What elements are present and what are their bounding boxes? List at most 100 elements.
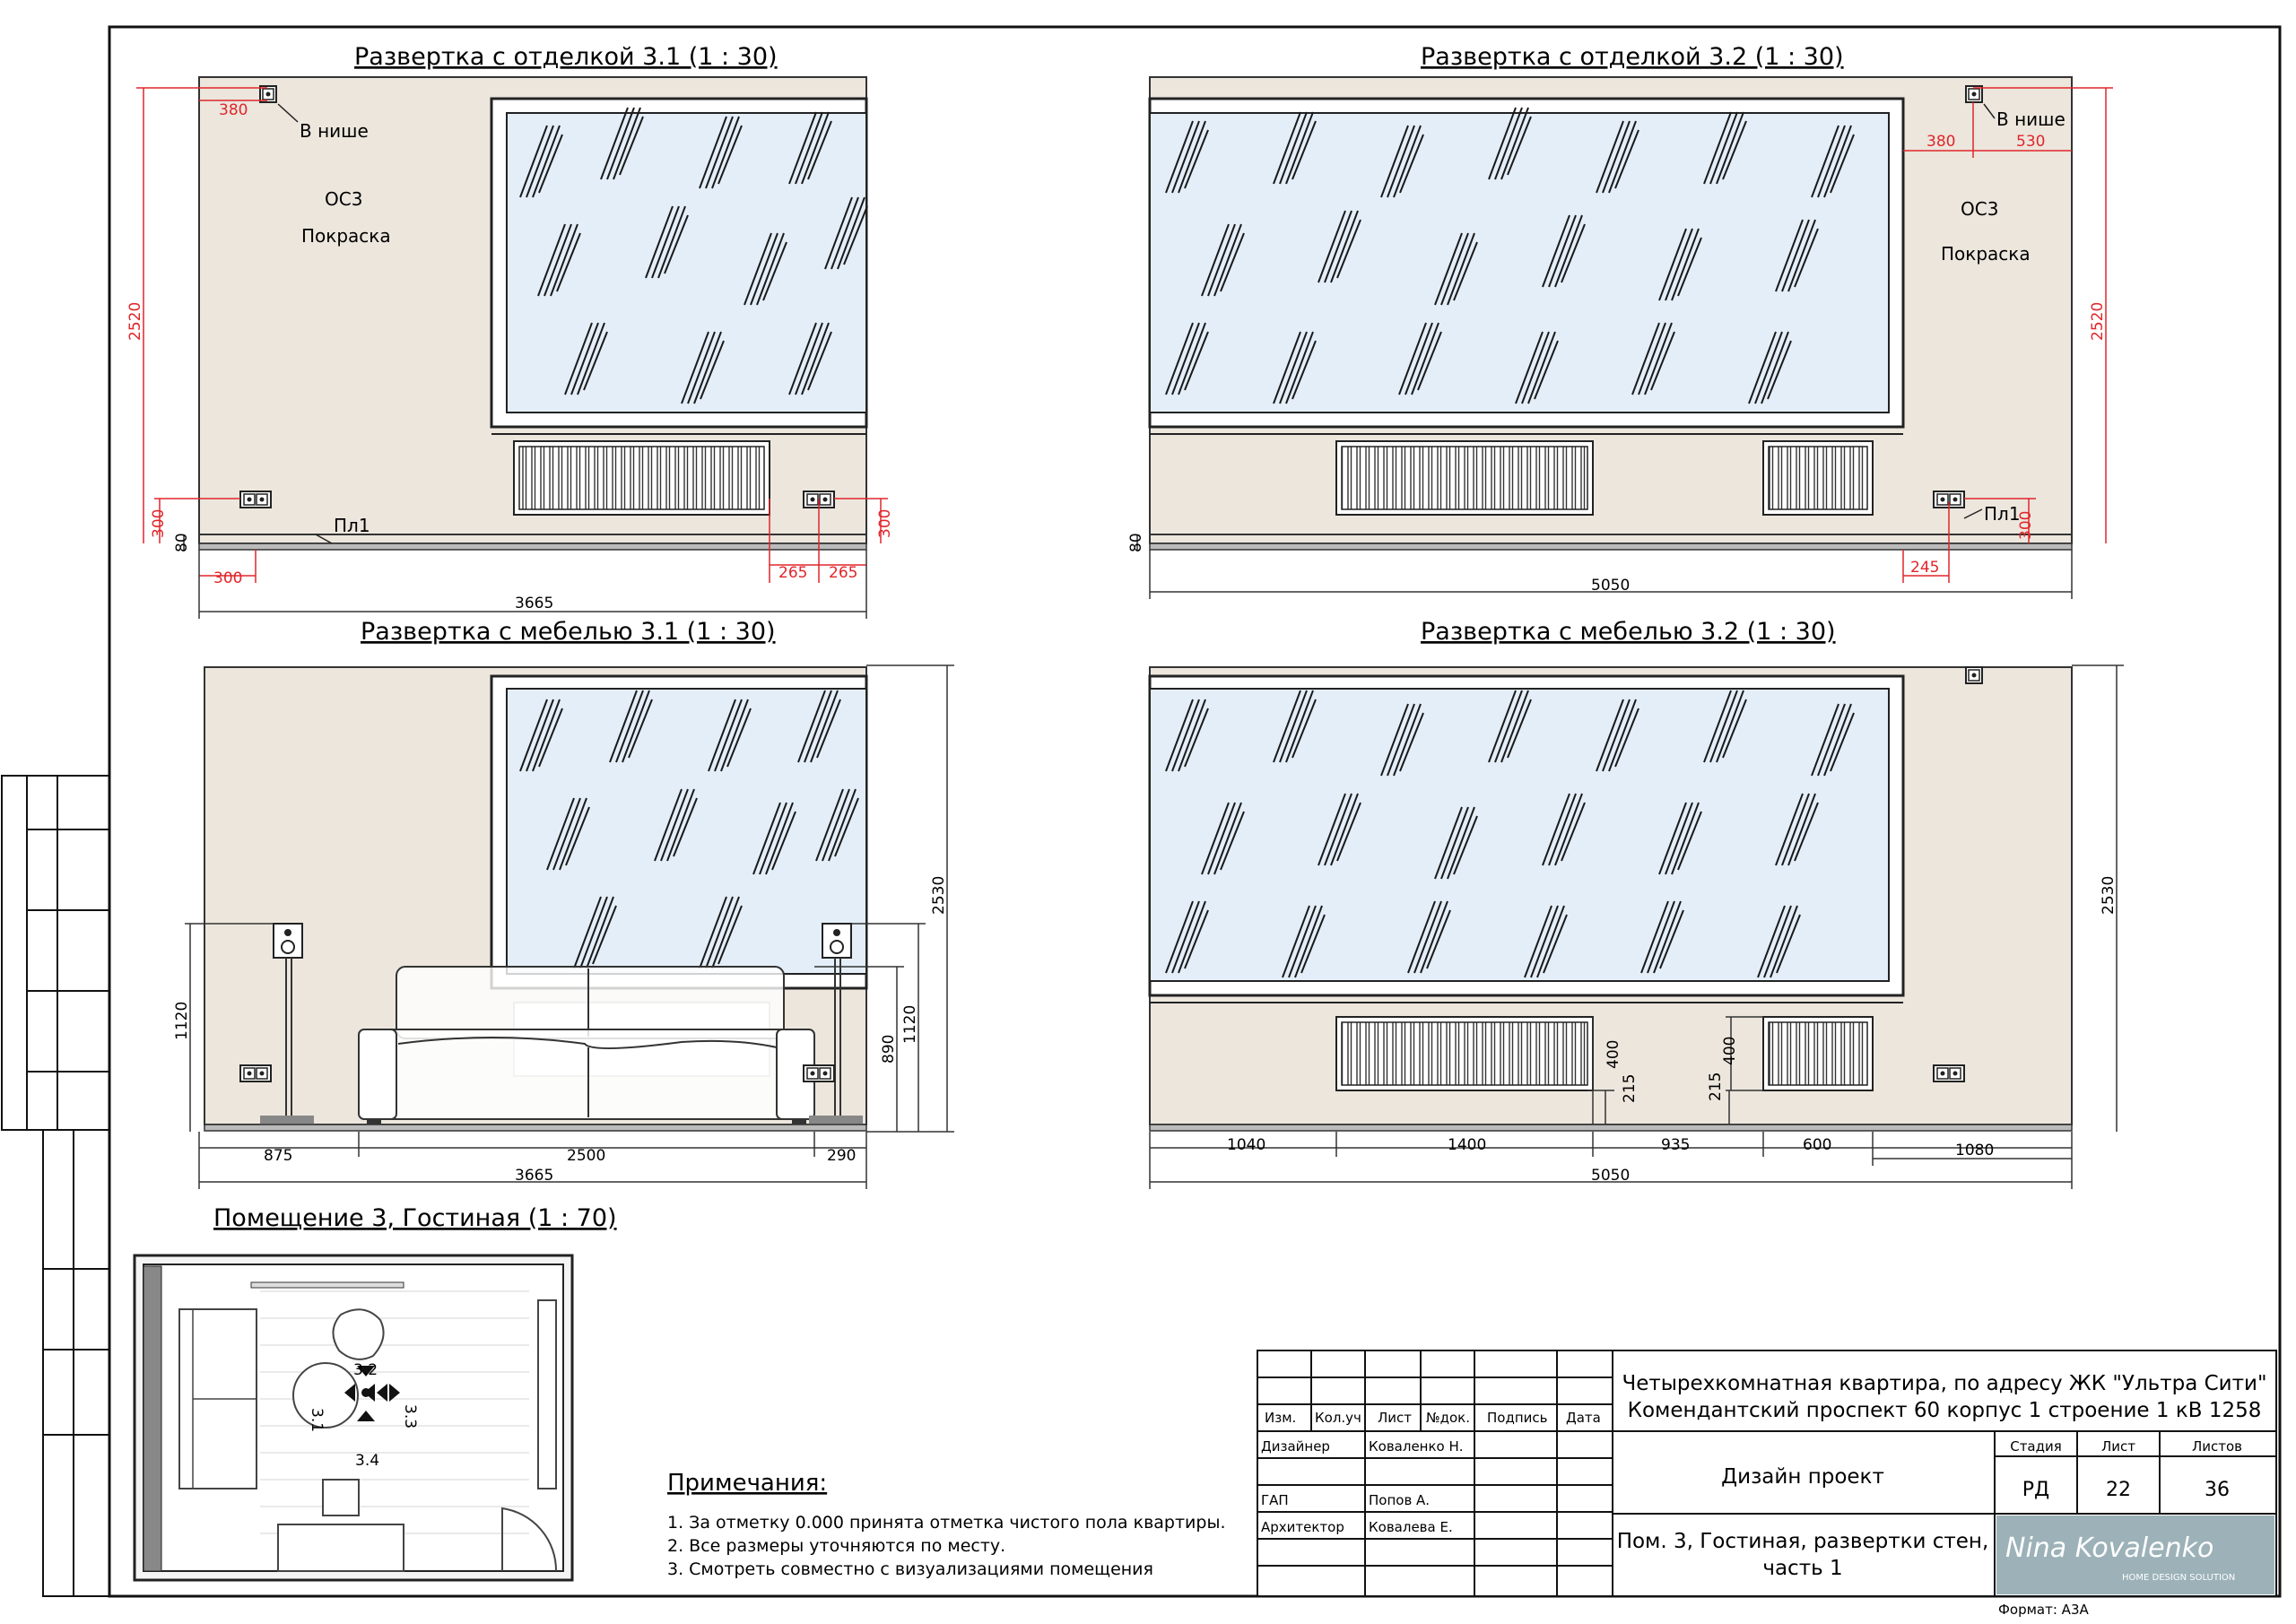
tb-role-designer: Дизайнер (1261, 1438, 1330, 1455)
title-elevation-3-2-furniture: Развертка с мебелью 3.2 (1 : 30) (1421, 618, 1836, 646)
elevation-3-1-finish (136, 76, 888, 619)
note-3: 3. Смотреть совместно с визуализациями п… (667, 1559, 1153, 1579)
label-paint: Покраска (1941, 243, 2031, 265)
socket-icon (239, 1064, 272, 1082)
dim-215-b: 215 (1707, 1073, 1725, 1101)
note-2: 2. Все размеры уточняются по месту. (667, 1536, 1005, 1556)
dim-5050: 5050 (1591, 577, 1630, 595)
dim-1120-left: 1120 (173, 1002, 191, 1040)
plan-view-3-4: 3.4 (355, 1452, 379, 1470)
elevation-3-2-furniture (1148, 664, 2124, 1189)
dim-5050: 5050 (1591, 1167, 1630, 1185)
tb-stage-label: Стадия (2010, 1438, 2062, 1455)
dim-1080: 1080 (1955, 1142, 1994, 1159)
dim-1040: 1040 (1227, 1136, 1265, 1154)
dim-245: 245 (1910, 559, 1939, 577)
socket-icon (239, 491, 272, 508)
dim-2520: 2520 (126, 302, 144, 341)
dim-890: 890 (880, 1035, 898, 1064)
title-floor-plan: Помещение 3, Гостиная (1 : 70) (213, 1204, 617, 1232)
tb-role-gap: ГАП (1261, 1492, 1289, 1508)
tb-sheet: 22 (2106, 1479, 2131, 1501)
tb-project-line2: Комендантский проспект 60 корпус 1 строе… (1628, 1399, 2262, 1422)
tb-sheet-title-line1: Пом. 3, Гостиная, развертки стен, (1617, 1530, 1989, 1553)
view-arrows-icon (344, 1366, 400, 1421)
dim-600: 600 (1803, 1136, 1831, 1154)
dim-875: 875 (264, 1147, 292, 1165)
speaker-icon (809, 923, 863, 1125)
dim-80: 80 (173, 533, 191, 552)
dim-380: 380 (219, 101, 248, 119)
elevation-3-2-finish (1136, 76, 2113, 599)
tb-doc-type: Дизайн проект (1721, 1465, 1884, 1489)
dim-215-a: 215 (1621, 1074, 1639, 1103)
dim-400-b: 400 (1721, 1037, 1739, 1065)
note-1: 1. За отметку 0.000 принята отметка чист… (667, 1513, 1226, 1533)
plan-view-3-1: 3.1 (308, 1408, 326, 1432)
dim-3665: 3665 (515, 595, 553, 612)
left-margin-table (1, 775, 110, 1597)
tb-name-gap: Попов А. (1369, 1492, 1430, 1508)
label-osz: ОС3 (325, 188, 362, 210)
tb-name-designer: Коваленко Н. (1369, 1438, 1464, 1455)
dim-1400: 1400 (1448, 1136, 1486, 1154)
logo-text: Nina Kovalenko (2005, 1533, 2213, 1564)
dim-80: 80 (1127, 533, 1145, 552)
tb-sheets: 36 (2205, 1479, 2230, 1501)
tb-project-line1: Четырехкомнатная квартира, по адресу ЖК … (1622, 1372, 2266, 1395)
notes-heading: Примечания: (667, 1470, 827, 1497)
label-niche: В нише (300, 120, 369, 142)
label-paint: Покраска (301, 225, 391, 247)
socket-icon (1965, 666, 1983, 684)
speaker-icon (260, 923, 314, 1125)
dim-2500: 2500 (567, 1147, 605, 1165)
plan-table (292, 1362, 359, 1429)
logo-sub: HOME DESIGN SOLUTION (2122, 1573, 2235, 1583)
tb-role-architect: Архитектор (1261, 1519, 1344, 1535)
logo-panel (1996, 1515, 2274, 1594)
dim-530: 530 (2016, 133, 2045, 151)
label-plinth: Пл1 (334, 515, 370, 536)
socket-icon (1933, 1064, 1965, 1082)
dim-2520: 2520 (2089, 302, 2107, 341)
label-plinth: Пл1 (1984, 503, 2021, 525)
dim-265-a: 265 (778, 564, 807, 582)
label-osz: ОС3 (1961, 198, 1998, 220)
dim-2530: 2530 (930, 876, 948, 915)
tb-col-list: Лист (1378, 1410, 1412, 1426)
tb-format: Формат: А3А (1998, 1602, 2089, 1618)
tb-col-doc: №док. (1426, 1410, 1470, 1426)
dim-300-right: 300 (876, 509, 894, 538)
tb-col-kol: Кол.уч (1315, 1410, 1361, 1426)
title-elevation-3-1-furniture: Развертка с мебелью 3.1 (1 : 30) (361, 618, 776, 646)
plan-view-3-2: 3.2 (353, 1361, 378, 1379)
elevation-3-1-furniture (185, 664, 954, 1189)
dim-290: 290 (827, 1147, 856, 1165)
tb-stage: РД (2022, 1479, 2049, 1501)
title-elevation-3-1-finish: Развертка с отделкой 3.1 (1 : 30) (354, 43, 778, 71)
tb-col-sign: Подпись (1487, 1410, 1547, 1426)
floor-plan (133, 1254, 574, 1582)
tb-col-izm: Изм. (1265, 1410, 1296, 1426)
dim-300-bottom: 300 (213, 569, 242, 587)
dim-400-a: 400 (1605, 1040, 1622, 1069)
label-niche: В нише (1996, 109, 2066, 130)
dim-2530: 2530 (2100, 876, 2118, 915)
tb-sheets-label: Листов (2192, 1438, 2242, 1455)
tb-sheet-label: Лист (2101, 1438, 2135, 1455)
sofa (358, 966, 815, 1127)
dim-300: 300 (2017, 511, 2035, 540)
tb-col-date: Дата (1566, 1410, 1601, 1426)
dim-1120-right: 1120 (901, 1005, 919, 1044)
dim-265-b: 265 (829, 564, 857, 582)
plan-view-3-3: 3.3 (401, 1404, 419, 1429)
title-elevation-3-2-finish: Развертка с отделкой 3.2 (1 : 30) (1421, 43, 1844, 71)
socket-icon (803, 1064, 835, 1082)
plan-armchair (332, 1308, 385, 1360)
dim-300-left: 300 (150, 509, 168, 538)
tb-name-architect: Ковалева Е. (1369, 1519, 1453, 1535)
dim-935: 935 (1661, 1136, 1690, 1154)
dim-3665: 3665 (515, 1167, 553, 1185)
tb-sheet-title-line2: часть 1 (1762, 1557, 1842, 1580)
